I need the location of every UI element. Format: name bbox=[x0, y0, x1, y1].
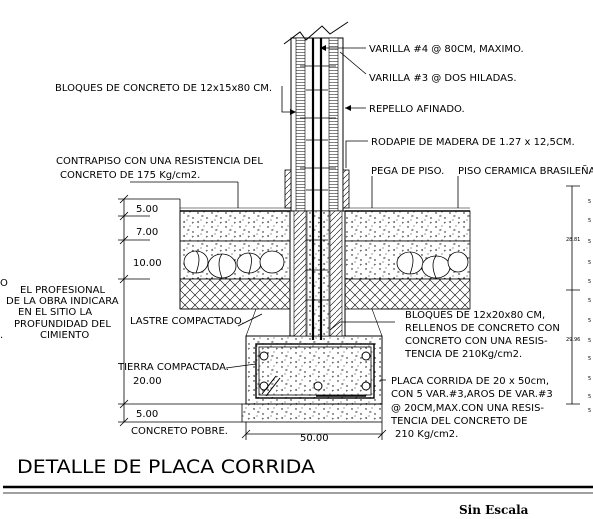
label-rodapie: RODAPIE DE MADERA DE 1.27 x 12,5CM. bbox=[371, 137, 575, 148]
skirting-board bbox=[342, 169, 350, 209]
right-tick-0: 5 bbox=[588, 199, 591, 205]
soil-layers bbox=[179, 199, 471, 337]
dim-5-top: 5.00 bbox=[136, 204, 158, 215]
label-bloques-muro: BLOQUES DE CONCRETO DE 12x15x80 CM. bbox=[55, 83, 272, 94]
slab-left bbox=[179, 210, 291, 242]
wall bbox=[180, 21, 470, 340]
dim-7: 7.00 bbox=[136, 227, 158, 238]
gravel-stones bbox=[183, 250, 469, 279]
fill-left bbox=[179, 278, 291, 310]
label-contrapiso-2: CONCRETO DE 175 Kg/cm2. bbox=[60, 170, 200, 181]
dim-right-2: 29.96 bbox=[566, 337, 580, 343]
lean-concrete bbox=[241, 403, 383, 423]
label-concreto-pobre: CONCRETO POBRE. bbox=[131, 426, 228, 437]
right-tick-8: 5 bbox=[588, 356, 591, 362]
slab-right bbox=[344, 210, 471, 242]
right-tick-9: 5 bbox=[588, 376, 591, 382]
label-lastre: LASTRE COMPACTADO. bbox=[130, 316, 245, 327]
right-tick-10: 5 bbox=[588, 394, 591, 400]
right-tick-6: 5 bbox=[588, 318, 591, 324]
leader-lines bbox=[130, 47, 459, 381]
right-tick-4: 5 bbox=[588, 279, 591, 285]
label-repello: REPELLO AFINADO. bbox=[369, 104, 465, 115]
note-line-6: CIMIENTO bbox=[40, 330, 89, 341]
right-tick-11: 5 bbox=[588, 408, 591, 414]
right-tick-1: 5 bbox=[588, 218, 591, 224]
drawing-title: DETALLE DE PLACA CORRIDA bbox=[17, 456, 315, 478]
annotations: VARILLA #4 @ 80CM, MAXIMO. VARILLA #3 @ … bbox=[0, 44, 593, 444]
rebar-dots bbox=[259, 351, 371, 391]
right-tick-2: 5 bbox=[588, 239, 591, 245]
label-bloques-relleno-4: TENCIA DE 210Kg/cm2. bbox=[404, 349, 522, 360]
right-tick-5: 5 bbox=[588, 298, 591, 304]
dim-10: 10.00 bbox=[133, 258, 162, 269]
fill-right bbox=[344, 278, 471, 310]
stirrup bbox=[255, 343, 375, 399]
label-placa-4: TENCIA DEL CONCRETO DE bbox=[390, 416, 527, 427]
note-line-1: O bbox=[0, 278, 8, 289]
title-block: DETALLE DE PLACA CORRIDA Sin Escala bbox=[3, 456, 593, 517]
label-placa-5: 210 Kg/cm2. bbox=[395, 429, 458, 440]
label-placa-3: @ 20CM,MAX.CON UNA RESIS- bbox=[391, 403, 544, 414]
right-tick-7: 5 bbox=[588, 338, 591, 344]
scale-note: Sin Escala bbox=[459, 503, 529, 517]
label-varilla4: VARILLA #4 @ 80CM, MAXIMO. bbox=[369, 44, 524, 55]
note-line-3: DE LA OBRA INDICARA bbox=[6, 296, 119, 307]
note-line-5: PROFUNDIDAD DEL bbox=[14, 319, 111, 330]
note-line-7: . bbox=[0, 330, 3, 341]
label-bloques-relleno-3: CONCRETO CON UNA RESIS- bbox=[405, 336, 548, 347]
dim-right-1: 28.81 bbox=[566, 237, 580, 243]
dim-5-bottom: 5.00 bbox=[136, 409, 158, 420]
label-tierra: TIERRA COMPACTADA. bbox=[117, 362, 229, 373]
label-placa-1: PLACA CORRIDA DE 20 x 50cm, bbox=[391, 376, 549, 387]
label-bloques-relleno-2: RELLENOS DE CONCRETO CON bbox=[405, 323, 560, 334]
label-bloques-relleno-1: BLOQUES DE 12x20x80 CM, bbox=[405, 310, 545, 321]
label-varilla3: VARILLA #3 @ DOS HILADAS. bbox=[369, 73, 517, 84]
label-contrapiso-1: CONTRAPISO CON UNA RESISTENCIA DEL bbox=[56, 156, 263, 167]
footing bbox=[241, 335, 383, 423]
dim-20: 20.00 bbox=[133, 376, 162, 387]
note-line-2: EL PROFESIONAL bbox=[20, 285, 105, 296]
arrow-heads bbox=[290, 45, 351, 115]
footing-slab bbox=[245, 335, 383, 405]
dim-width: 50.00 bbox=[300, 433, 329, 444]
right-tick-3: 5 bbox=[588, 260, 591, 266]
label-placa-2: CON 5 VAR.#3,AROS DE VAR.#3 bbox=[391, 389, 553, 400]
label-piso: PISO CERAMICA BRASILEÑA bbox=[458, 164, 593, 177]
dimension-lines bbox=[118, 185, 580, 440]
label-pega: PEGA DE PISO. bbox=[371, 166, 444, 177]
note-line-4: EN EL SITIO LA bbox=[18, 307, 92, 318]
